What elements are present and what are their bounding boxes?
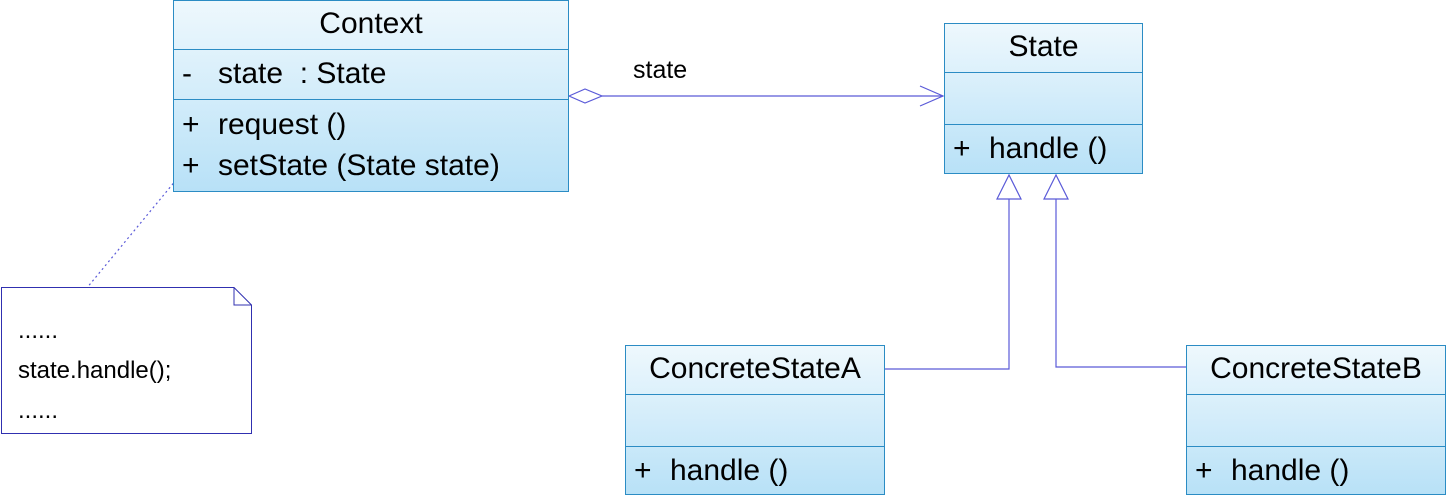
- operation-text: handle (): [1231, 453, 1350, 487]
- operation-text: handle (): [989, 131, 1108, 165]
- generalization-b: [1043, 173, 1186, 368]
- operation-row: + handle (): [945, 128, 1142, 169]
- visibility-public: +: [182, 107, 200, 141]
- code-note[interactable]: ...... state.handle(); ......: [1, 287, 252, 434]
- generalization-triangle-b: [1043, 173, 1069, 200]
- generalization-a: [885, 173, 1022, 370]
- operation-row: + handle (): [1187, 450, 1445, 491]
- class-state[interactable]: State + handle (): [944, 23, 1143, 174]
- operations-compartment: + handle (): [945, 124, 1142, 173]
- operation-row: + request (): [174, 104, 568, 145]
- note-shape: [1, 287, 252, 434]
- class-concrete-state-b[interactable]: ConcreteStateB + handle (): [1186, 345, 1446, 495]
- attributes-compartment: [945, 72, 1142, 124]
- visibility-public: +: [1195, 453, 1213, 487]
- attribute-text: state : State: [218, 56, 387, 90]
- aggregation-diamond: [567, 88, 604, 104]
- class-name: Context: [319, 7, 423, 40]
- attributes-compartment: - state : State: [174, 49, 568, 99]
- note-line: state.handle();: [18, 357, 172, 384]
- operation-text: setState (State state): [218, 148, 500, 182]
- operations-compartment: + request () + setState (State state): [174, 99, 568, 191]
- operation-row: + setState (State state): [174, 145, 568, 186]
- navigability-arrow: [919, 85, 945, 107]
- note-line: ......: [18, 317, 59, 344]
- attributes-compartment: [1187, 394, 1445, 446]
- generalization-triangle-a: [996, 173, 1022, 200]
- note-anchor-line: [85, 167, 187, 290]
- operation-text: handle (): [670, 453, 789, 487]
- note-line: ......: [18, 397, 59, 424]
- operations-compartment: + handle (): [1187, 446, 1445, 494]
- visibility-public: +: [953, 131, 971, 165]
- operation-text: request (): [218, 107, 347, 141]
- visibility-public: +: [634, 453, 652, 487]
- association-label: state: [633, 56, 688, 84]
- note-text: ...... state.handle(); ......: [18, 311, 171, 431]
- visibility-public: +: [182, 148, 200, 182]
- class-name: State: [1008, 30, 1079, 63]
- class-concrete-state-a[interactable]: ConcreteStateA + handle (): [625, 345, 885, 495]
- attribute-row: - state : State: [174, 53, 568, 94]
- aggregation-association: [567, 85, 945, 107]
- attributes-compartment: [626, 394, 884, 446]
- class-name: ConcreteStateA: [649, 352, 861, 385]
- class-context[interactable]: Context - state : State + request () + s…: [173, 0, 569, 192]
- operation-row: + handle (): [626, 450, 884, 491]
- operations-compartment: + handle (): [626, 446, 884, 494]
- visibility-private: -: [182, 56, 192, 90]
- class-name: ConcreteStateB: [1210, 352, 1422, 385]
